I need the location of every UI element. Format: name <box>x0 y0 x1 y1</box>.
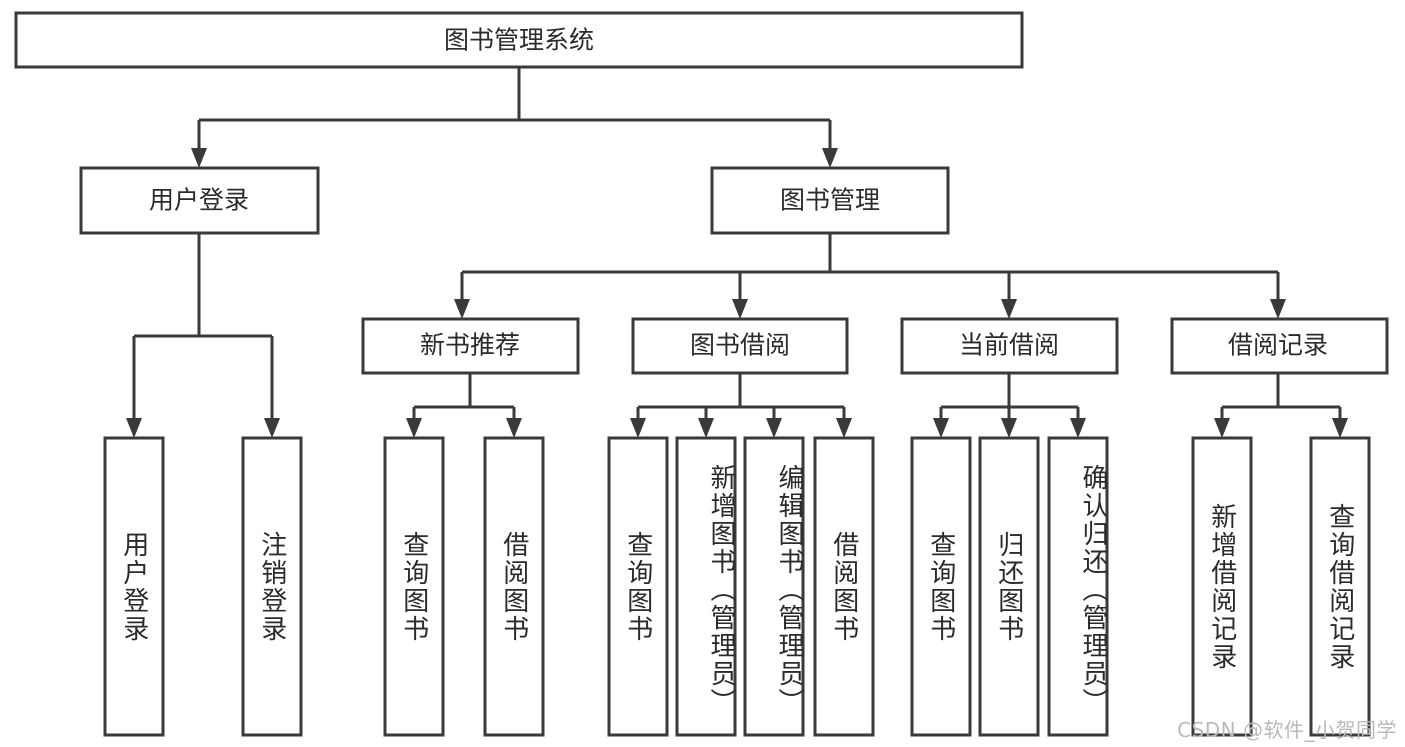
node-layer <box>14 11 1389 737</box>
node-box-leaf-query-record[interactable] <box>1309 436 1371 737</box>
arrow-bookborrow-leaf2 <box>698 418 714 438</box>
node-label-user-login: 用户登录 <box>149 187 249 215</box>
arrow-root-to-book-management <box>822 148 838 168</box>
node-box-leaf-query-book-3[interactable] <box>910 436 972 737</box>
connector-layer <box>126 67 1348 438</box>
node-box-root[interactable] <box>14 11 1024 69</box>
arrow-bookborrow-leaf4 <box>836 418 852 438</box>
node-box-new-book-recommend[interactable] <box>361 317 580 375</box>
node-label-book-borrow: 图书借阅 <box>690 332 790 360</box>
arrow-bm-to-borrow-record <box>1270 299 1286 319</box>
arrow-borrowrecord-leaf1 <box>1214 418 1230 438</box>
horizontal-label-layer: 图书管理系统 用户登录 图书管理 新书推荐 图书借阅 当前借阅 借阅记录 <box>149 27 1328 360</box>
node-box-leaf-query-book-2[interactable] <box>607 436 669 737</box>
arrow-newbook-leaf2 <box>506 418 522 438</box>
node-label-borrow-record: 借阅记录 <box>1228 332 1328 360</box>
node-label-root: 图书管理系统 <box>444 27 594 55</box>
node-box-leaf-add-book[interactable] <box>675 436 737 737</box>
node-box-leaf-confirm-return[interactable] <box>1047 436 1109 737</box>
node-box-leaf-query-book-1[interactable] <box>383 436 445 737</box>
arrow-currentborrow-leaf1 <box>933 418 949 438</box>
arrow-bookborrow-leaf3 <box>766 418 782 438</box>
arrow-user-login-leaf2 <box>264 418 280 438</box>
node-box-leaf-user-login[interactable] <box>103 436 165 737</box>
arrow-bm-to-current-borrow <box>1001 299 1017 319</box>
node-box-leaf-logout[interactable] <box>241 436 303 737</box>
node-box-leaf-borrow-book-1[interactable] <box>483 436 545 737</box>
node-box-leaf-edit-book[interactable] <box>743 436 805 737</box>
node-label-book-management: 图书管理 <box>780 187 880 215</box>
arrow-bookborrow-leaf1 <box>630 418 646 438</box>
arrow-newbook-leaf1 <box>406 418 422 438</box>
node-box-leaf-return-book[interactable] <box>978 436 1040 737</box>
node-box-book-management[interactable] <box>710 166 950 235</box>
node-box-user-login[interactable] <box>79 166 320 235</box>
arrow-user-login-leaf1 <box>126 418 142 438</box>
node-label-current-borrow: 当前借阅 <box>959 332 1059 360</box>
arrow-borrowrecord-leaf2 <box>1332 418 1348 438</box>
arrow-bm-to-new-book <box>454 299 470 319</box>
node-box-leaf-add-record[interactable] <box>1191 436 1253 737</box>
arrow-currentborrow-leaf3 <box>1070 418 1086 438</box>
node-box-borrow-record[interactable] <box>1170 317 1389 375</box>
node-label-new-book-recommend: 新书推荐 <box>420 332 520 360</box>
watermark-text: CSDN @软件_小贺同学 <box>1177 718 1397 742</box>
node-box-leaf-borrow-book-2[interactable] <box>813 436 875 737</box>
arrow-currentborrow-leaf2 <box>1001 418 1017 438</box>
arrow-root-to-user-login <box>191 148 207 168</box>
node-box-current-borrow[interactable] <box>900 317 1119 375</box>
arrow-bm-to-book-borrow <box>732 299 748 319</box>
node-box-book-borrow[interactable] <box>631 317 849 375</box>
